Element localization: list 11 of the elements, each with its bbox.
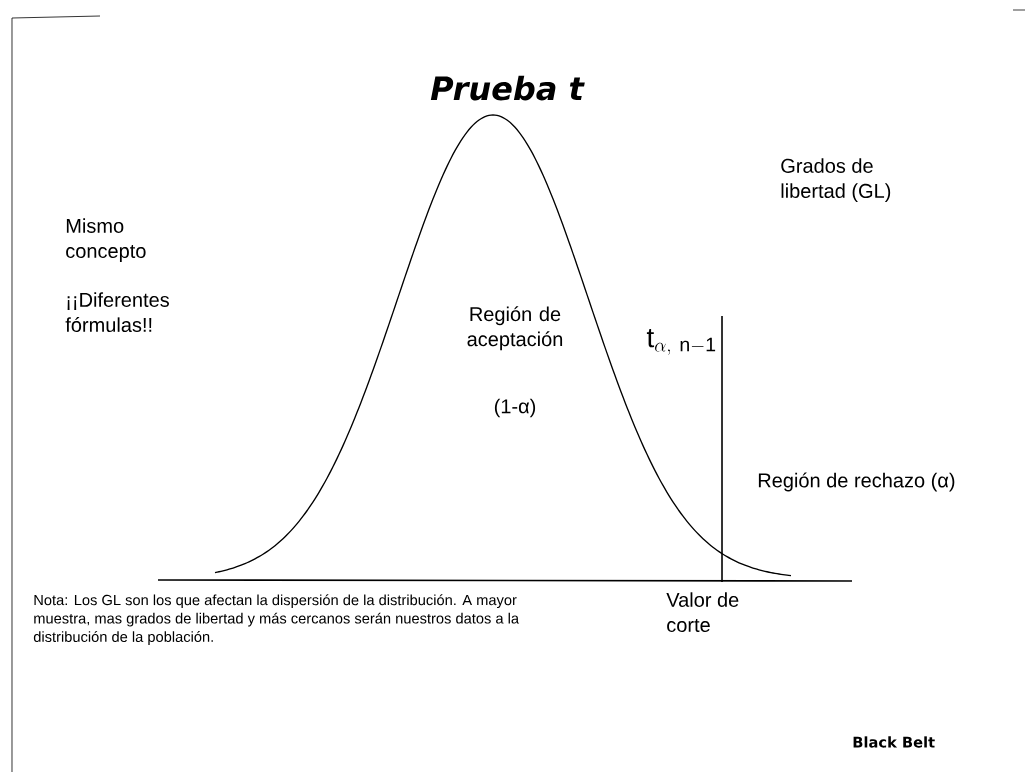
axis-label: Valor de corte <box>666 592 739 632</box>
region-label: (1-α) <box>494 398 536 418</box>
annotation-text: ¡¡Diferentes fórmulas!! <box>65 292 169 332</box>
footer-text: Black Belt <box>853 736 935 748</box>
region-label: Región de aceptación <box>467 306 563 351</box>
annotation-text: Mismo concepto <box>66 218 146 262</box>
critical-value-label: $\mathrm{t}_{\alpha,\ \mathrm{n-1}}$ <box>646 329 716 355</box>
region-label: Región de rechazo (α) <box>758 472 955 492</box>
annotation-text: Grados de libertad (GL) <box>781 158 891 202</box>
note-text: Nota: Los GL son los que afectan la dispersión de la distribución. A mayor muestra, mas grados de libertad y más cercanos serán nuestros datos a la distribución de la población. <box>33 594 520 645</box>
title: Prueba t <box>430 75 585 101</box>
